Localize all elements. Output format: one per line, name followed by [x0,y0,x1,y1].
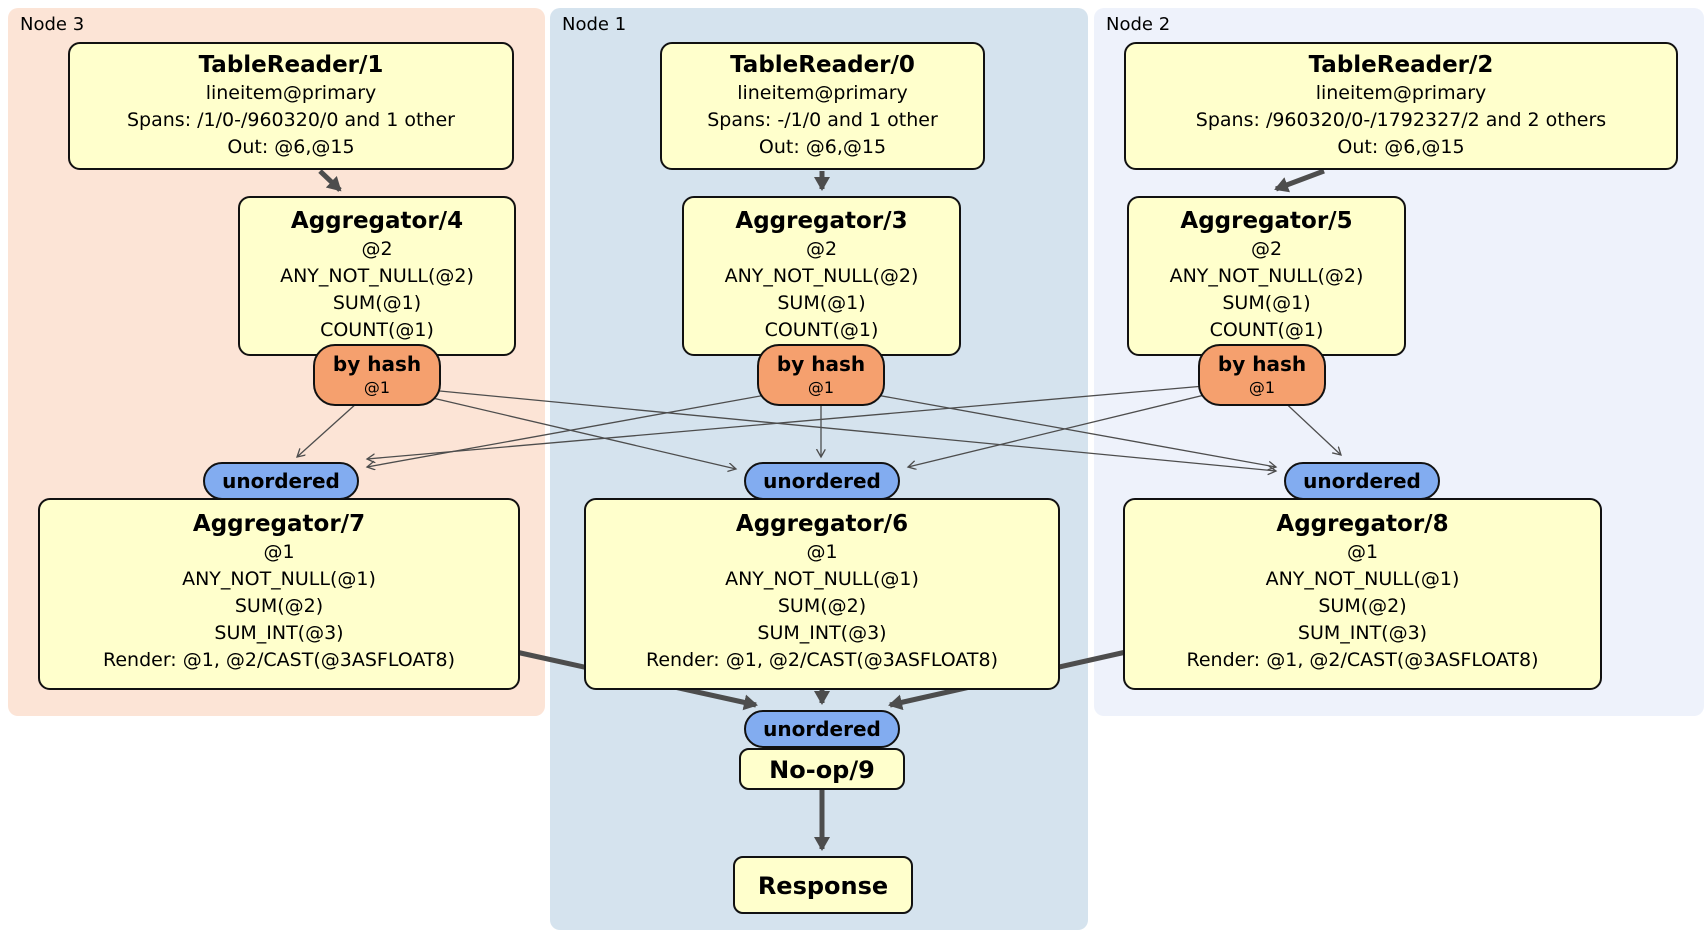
node1-label: Node 1 [562,14,627,35]
box-line: SUM(@1) [1222,292,1311,314]
box-line: SUM_INT(@3) [757,622,887,644]
pill-label: by hash [332,352,422,376]
pill-sub-label: @1 [1248,378,1276,397]
box-line: lineitem@primary [205,82,377,104]
pill-sub-label: @1 [807,378,835,397]
box-line: @2 [1250,238,1283,260]
aggregator-5-box: Aggregator/5 @2 ANY_NOT_NULL(@2) SUM(@1)… [1127,196,1406,356]
box-title: Aggregator/3 [735,208,908,234]
aggregator-6-box: Aggregator/6 @1 ANY_NOT_NULL(@1) SUM(@2)… [584,498,1060,690]
tr1-to-agg4-arrow [318,169,342,192]
box-line: Render: @1, @2/CAST(@3ASFLOAT8) [1186,649,1539,671]
box-line: COUNT(@1) [1209,319,1324,341]
tablereader-2-box: TableReader/2 lineitem@primary Spans: /9… [1124,42,1678,170]
box-line: SUM(@1) [777,292,866,314]
by-hash-pill-node1: by hash @1 [757,344,885,406]
box-title: Aggregator/7 [192,511,366,537]
tablereader-1-box: TableReader/1 lineitem@primary Spans: /1… [68,42,514,170]
unordered-pill-node2: unordered [1284,462,1440,500]
box-line: Out: @6,@15 [1337,136,1465,158]
box-line: ANY_NOT_NULL(@1) [182,568,376,590]
box-line: Spans: -/1/0 and 1 other [707,109,938,131]
box-line: SUM(@2) [1318,595,1407,617]
box-line: @1 [263,541,295,563]
box-line: lineitem@primary [737,82,908,104]
box-line: @1 [1346,541,1379,563]
by-hash-pill-node2: by hash @1 [1198,344,1326,406]
box-line: Out: @6,@15 [227,136,355,158]
box-title: TableReader/0 [730,52,915,78]
node2-label: Node 2 [1106,14,1171,35]
box-title: Aggregator/5 [1180,208,1353,234]
pill-label: by hash [1217,352,1307,376]
tr2-to-agg5-arrow [1274,168,1325,193]
unordered-pill-final: unordered [744,710,900,748]
box-line: Spans: /1/0-/960320/0 and 1 other [127,109,455,131]
box-title: No-op/9 [769,756,875,784]
node3-label: Node 3 [20,14,85,35]
box-line: SUM(@1) [332,292,422,314]
aggregator-3-box: Aggregator/3 @2 ANY_NOT_NULL(@2) SUM(@1)… [682,196,961,356]
box-line: @2 [805,238,838,260]
box-line: SUM(@2) [234,595,324,617]
box-line: SUM_INT(@3) [1297,622,1428,644]
box-title: Aggregator/8 [1276,511,1449,537]
unordered-pill-node3: unordered [203,462,359,500]
aggregator-8-box: Aggregator/8 @1 ANY_NOT_NULL(@1) SUM(@2)… [1123,498,1602,690]
box-line: SUM_INT(@3) [214,622,344,644]
by-hash-pill-node3: by hash @1 [313,344,441,406]
response-box: Response [733,856,913,914]
box-line: ANY_NOT_NULL(@1) [1265,568,1460,590]
box-line: Render: @1, @2/CAST(@3ASFLOAT8) [103,649,455,671]
box-line: Out: @6,@15 [758,136,887,158]
box-title: Response [757,872,889,900]
box-line: Render: @1, @2/CAST(@3ASFLOAT8) [646,649,998,671]
box-title: Aggregator/4 [290,208,464,234]
box-line: @1 [806,541,838,563]
pill-label: by hash [776,352,866,376]
box-line: ANY_NOT_NULL(@2) [724,265,919,287]
box-title: TableReader/1 [198,52,384,78]
box-line: ANY_NOT_NULL(@2) [1169,265,1364,287]
aggregator-7-box: Aggregator/7 @1 ANY_NOT_NULL(@1) SUM(@2)… [38,498,520,690]
box-line: COUNT(@1) [764,319,879,341]
box-line: lineitem@primary [1315,82,1487,104]
box-line: SUM(@2) [777,595,867,617]
box-line: ANY_NOT_NULL(@1) [725,568,919,590]
unordered-pill-node1: unordered [744,462,900,500]
aggregator-4-box: Aggregator/4 @2 ANY_NOT_NULL(@2) SUM(@1)… [238,196,516,356]
box-line: @2 [361,238,393,260]
noop-9-box: No-op/9 [739,748,905,790]
tablereader-0-box: TableReader/0 lineitem@primary Spans: -/… [660,42,985,170]
box-line: Spans: /960320/0-/1792327/2 and 2 others [1195,109,1607,131]
box-title: Aggregator/6 [735,511,909,537]
box-line: COUNT(@1) [320,319,434,341]
pill-sub-label: @1 [363,378,391,397]
box-title: TableReader/2 [1308,52,1494,78]
box-line: ANY_NOT_NULL(@2) [280,265,474,287]
